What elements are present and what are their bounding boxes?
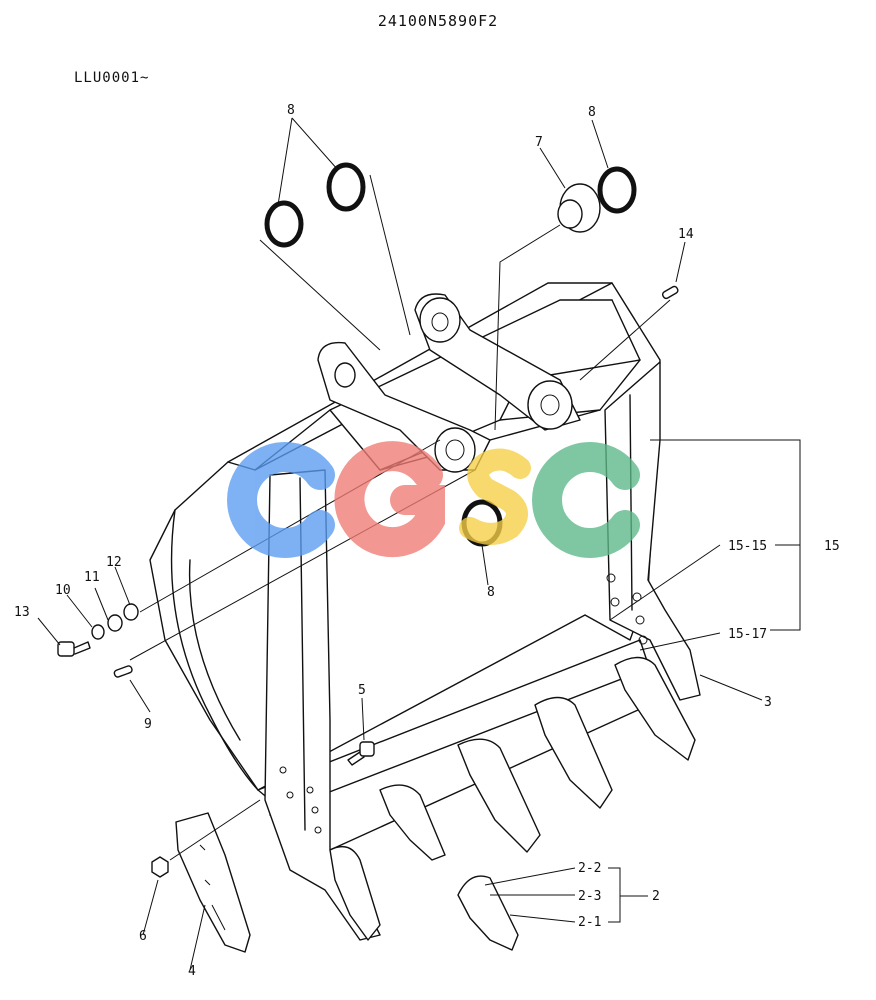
o-ring-middle (326, 162, 366, 212)
callout-2: 2 (652, 889, 660, 904)
tooth-row (329, 656, 696, 941)
callout-labels: 8 8 7 14 8 12 11 10 13 9 5 6 4 15-15 15 … (14, 103, 840, 979)
tooth-assembly-2 (457, 875, 519, 951)
tooth-3 (457, 738, 541, 853)
o-ring-right (597, 166, 637, 214)
watermark-letter-c2 (532, 442, 640, 558)
right-side-plate (604, 361, 701, 701)
callout-8-top-left: 8 (287, 103, 295, 118)
nut-6 (151, 856, 169, 878)
callout-11: 11 (84, 570, 100, 585)
bushing (557, 183, 601, 233)
pin-14 (661, 285, 679, 300)
serial-range-label: LLU0001~ (74, 70, 150, 86)
cgsc-watermark (227, 441, 640, 558)
callout-15-15: 15-15 (728, 539, 767, 554)
tooth-5 (329, 846, 381, 941)
callout-2-2: 2-2 (578, 861, 601, 876)
callout-7: 7 (535, 135, 543, 150)
callout-13: 13 (14, 605, 30, 620)
watermark-letter-c1 (227, 442, 335, 558)
bolt-13 (57, 641, 91, 657)
callout-8-lower: 8 (487, 585, 495, 600)
washers-10-11-12 (91, 603, 139, 640)
watermark-letter-g (334, 441, 445, 558)
callout-6: 6 (139, 929, 147, 944)
callout-4: 4 (188, 964, 196, 979)
pin-9 (113, 665, 133, 678)
callout-8-top-right: 8 (588, 105, 596, 120)
side-bolt-holes (279, 573, 648, 834)
tooth-4 (379, 784, 446, 861)
drawing-part-number: 24100N5890F2 (377, 12, 499, 30)
callout-5: 5 (358, 683, 366, 698)
callout-15-17: 15-17 (728, 627, 767, 642)
callout-14: 14 (678, 227, 694, 242)
left-side-plate (264, 469, 381, 941)
tooth-2 (534, 696, 613, 809)
callout-12: 12 (106, 555, 122, 570)
callout-3: 3 (764, 695, 772, 710)
bolt-5 (347, 741, 375, 766)
callout-10: 10 (55, 583, 71, 598)
o-ring-left (264, 200, 304, 248)
callout-2-3: 2-3 (578, 889, 601, 904)
callout-15: 15 (824, 539, 840, 554)
callout-2-1: 2-1 (578, 915, 601, 930)
tooth-1 (614, 656, 696, 761)
watermark-letter-s (459, 448, 531, 545)
callout-9: 9 (144, 717, 152, 732)
side-cutter (175, 812, 251, 953)
